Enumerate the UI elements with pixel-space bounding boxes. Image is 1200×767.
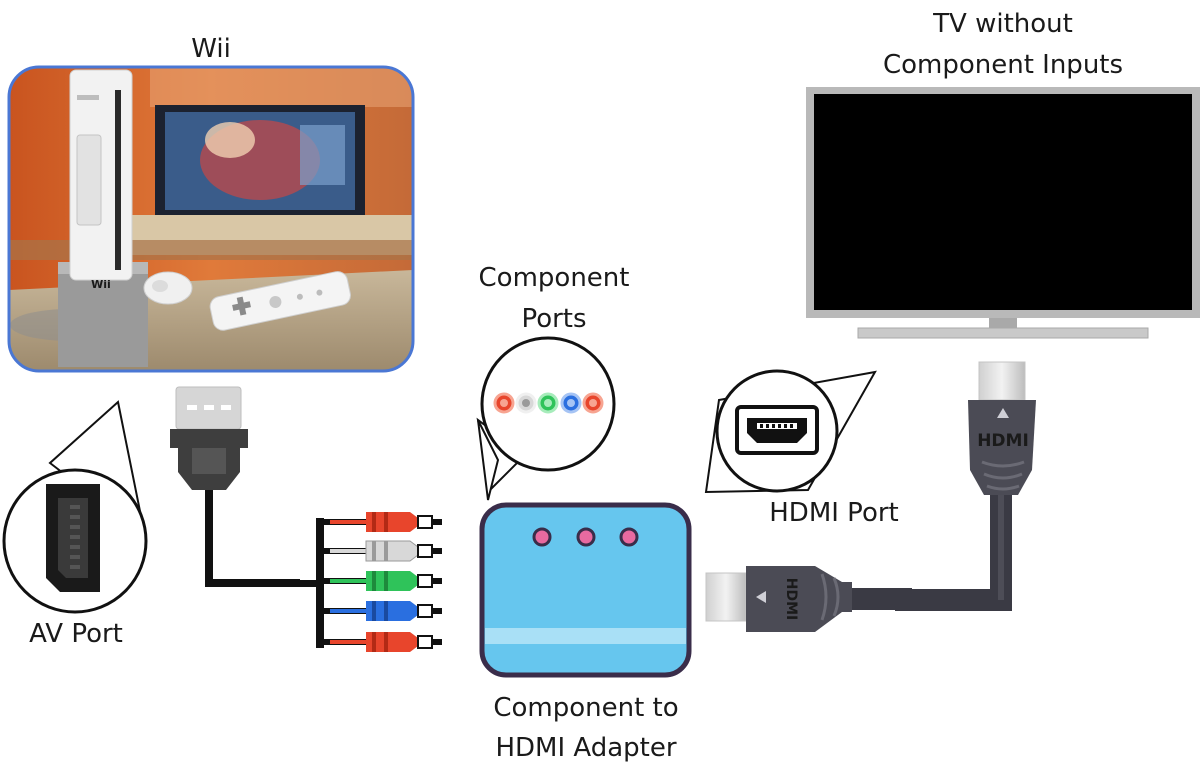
component-ports-icon — [476, 336, 616, 501]
hdmi-plug-text-horizontal: HDMI — [783, 578, 799, 620]
component-ports-label-line2: Ports — [521, 304, 586, 334]
television-icon — [806, 87, 1200, 339]
console-badge: Wii — [91, 278, 111, 291]
rca-plug-white — [320, 540, 442, 562]
rca-plug-green — [320, 571, 442, 591]
hdmi-port-label: HDMI Port — [769, 498, 898, 528]
component-rca-cable-icon — [205, 490, 442, 652]
adapter-label-line1: Component to — [493, 693, 678, 723]
hdmi-port-icon — [704, 369, 877, 494]
av-port-icon — [2, 400, 148, 614]
wii-photo: Wii — [7, 65, 415, 373]
tv-label-line1: TV without — [932, 9, 1073, 39]
hdmi-cable-icon: HDMI HDMI — [705, 361, 1036, 632]
component-ports-label-line1: Component — [479, 263, 630, 293]
component-to-hdmi-adapter-icon — [479, 502, 692, 678]
tv-label-line2: Component Inputs — [883, 50, 1123, 80]
wii-label: Wii — [191, 34, 231, 64]
rca-plug-red-1 — [320, 512, 442, 532]
hdmi-plug-text-vertical: HDMI — [977, 431, 1029, 451]
av-port-label: AV Port — [29, 619, 123, 649]
rca-plug-red-2 — [320, 632, 442, 652]
av-multi-out-plug-icon — [170, 386, 248, 490]
adapter-label-line2: HDMI Adapter — [495, 733, 676, 763]
rca-plug-blue — [320, 601, 442, 621]
